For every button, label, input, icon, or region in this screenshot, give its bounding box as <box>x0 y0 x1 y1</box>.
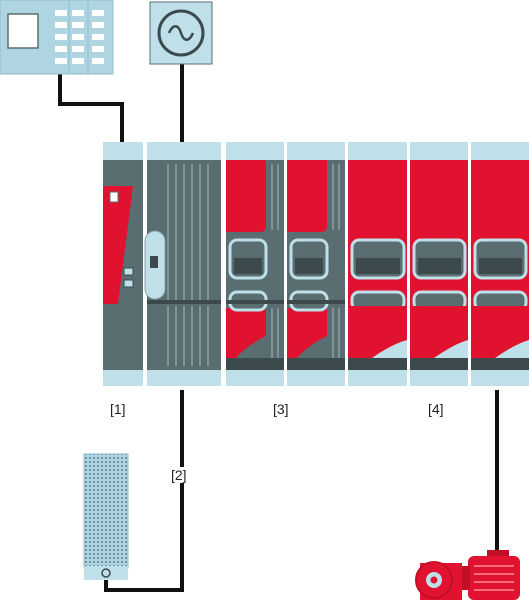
module-axis-3b <box>287 142 345 386</box>
callout-4: [4] <box>428 401 444 417</box>
controller-icon <box>0 0 114 75</box>
cables <box>58 62 499 592</box>
module-axis-4a <box>348 142 407 386</box>
module-supply <box>144 142 221 386</box>
callout-1: [1] <box>110 401 126 417</box>
ac-supply-symbol-icon <box>149 1 213 65</box>
callout-2: [2] <box>170 467 188 483</box>
gearmotor-icon <box>415 550 520 600</box>
braking-resistor-cable <box>104 390 184 592</box>
callout-3: [3] <box>273 401 289 417</box>
controller-cable <box>58 74 124 142</box>
braking-resistor-icon <box>83 453 129 580</box>
module-axis-4c <box>471 142 529 386</box>
module-axis-3a <box>226 142 284 386</box>
module-axis-4b <box>410 142 468 386</box>
module-controller-card <box>103 142 143 386</box>
